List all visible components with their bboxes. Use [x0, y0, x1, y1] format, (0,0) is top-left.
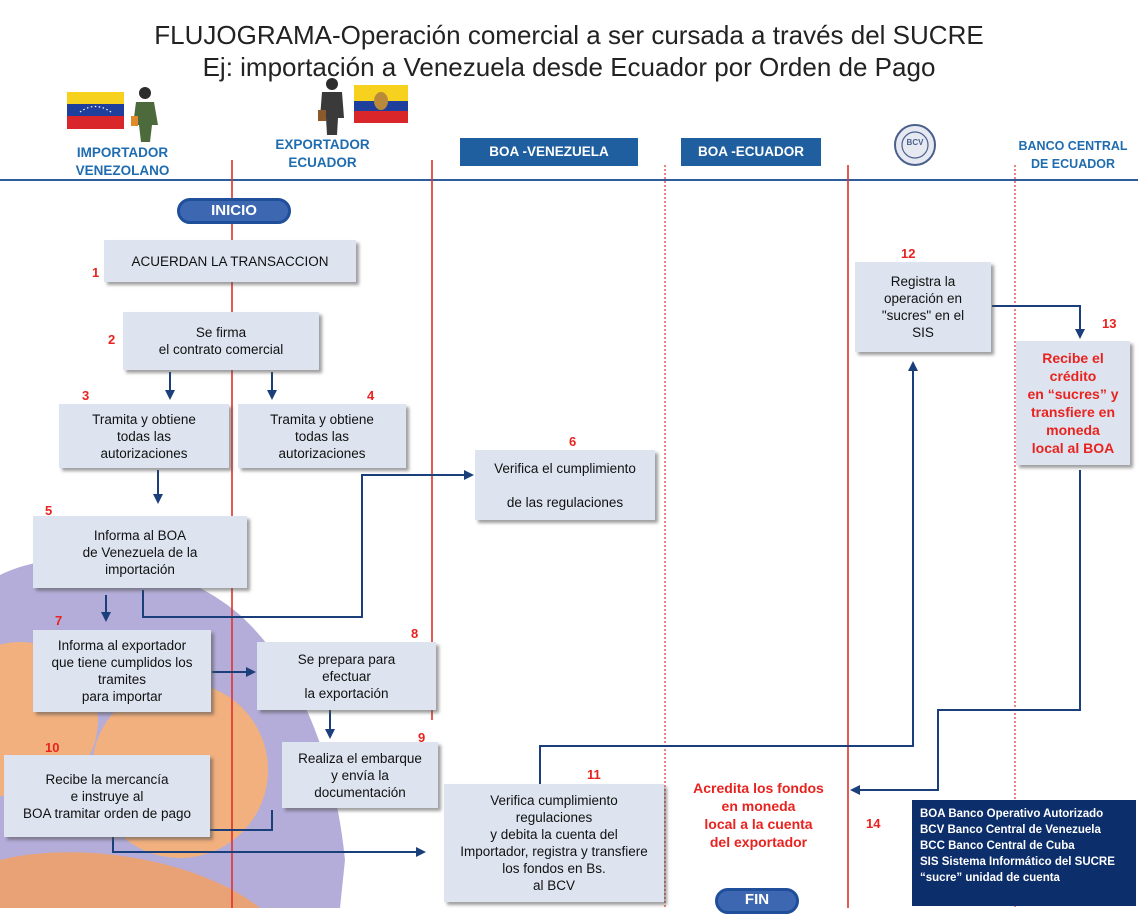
step-12-box: Registra la operación en "sucres" en el …: [855, 262, 991, 352]
legend-item: BCV Banco Central de Venezuela: [920, 824, 1101, 836]
bcv-seal-label: BCV: [906, 138, 924, 147]
importer-person-icon: [131, 87, 158, 142]
arrow-12-to-13: [992, 305, 1085, 339]
step-10-number: 10: [45, 740, 60, 755]
legend-item: “sucre” unidad de cuenta: [920, 872, 1060, 884]
step-1-number: 1: [92, 265, 100, 280]
step-10-box: Recibe la mercancía e instruye al BOA tr…: [4, 755, 210, 837]
step-7-number: 7: [55, 613, 63, 628]
step-4-number: 4: [367, 388, 375, 403]
venezuela-flag-icon: [67, 92, 124, 129]
step-5-box: Informa al BOA de Venezuela de la import…: [33, 516, 247, 588]
lane-boa-venezuela: BOA -VENEZUELA: [460, 138, 638, 166]
lane-boa-ecuador: BOA -ECUADOR: [681, 138, 821, 166]
step-2-number: 2: [108, 332, 116, 347]
step-8-box: Se prepara para efectuar la exportación: [257, 642, 436, 710]
decorative-background: [0, 558, 345, 908]
step-8-number: 8: [411, 626, 419, 641]
lane-importador: IMPORTADOR VENEZOLANO: [75, 145, 170, 178]
step-11-number: 11: [587, 767, 601, 782]
step-12-number: 12: [901, 246, 916, 261]
arrow-9-to-10: [198, 810, 273, 835]
lane-exportador: EXPORTADOR ECUADOR: [275, 137, 370, 170]
legend-item: SIS Sistema Informático del SUCRE: [920, 856, 1115, 868]
inicio-terminal: INICIO: [177, 198, 291, 224]
step-3-number: 3: [82, 388, 90, 403]
step-14-number: 14: [866, 816, 881, 831]
exporter-person-icon: [318, 78, 344, 135]
step-4-box: Tramita y obtiene todas las autorizacion…: [238, 404, 406, 468]
step-1-box: ACUERDAN LA TRANSACCION: [104, 240, 356, 282]
arrow-13-to-14: [850, 470, 1081, 795]
bcv-seal-icon: [894, 124, 936, 166]
lane-banco-central: BANCO CENTRAL DE ECUADOR: [1018, 139, 1128, 171]
step-13-number: 13: [1102, 316, 1117, 331]
step-9-number: 9: [418, 730, 426, 745]
step-3-box: Tramita y obtiene todas las autorizacion…: [59, 404, 229, 468]
arrow-5-to-6: [142, 470, 474, 618]
step-14-text: Acredita los fondos en moneda local a la…: [693, 780, 824, 850]
flow-arrows: [101, 305, 1085, 857]
step-13-box: Recibe el crédito en “sucres” y transfie…: [1016, 341, 1130, 465]
legend-item: BCC Banco Central de Cuba: [920, 840, 1075, 852]
fin-terminal: FIN: [715, 888, 799, 914]
legend-item: BOA Banco Operativo Autorizado: [920, 808, 1104, 820]
step-9-box: Realiza el embarque y envía la documenta…: [282, 742, 438, 808]
arrow-10-to-11: [112, 837, 426, 857]
step-5-number: 5: [45, 503, 53, 518]
arrow-11-to-12: [539, 361, 918, 785]
step-11-box: Verifica cumplimiento regulaciones y deb…: [444, 784, 664, 902]
page-subtitle: Ej: importación a Venezuela desde Ecuado…: [202, 52, 936, 82]
page-title: FLUJOGRAMA-Operación comercial a ser cur…: [154, 20, 984, 50]
step-7-box: Informa al exportador que tiene cumplido…: [33, 630, 211, 712]
step-6-box: Verifica el cumplimiento de las regulaci…: [475, 450, 655, 520]
step-2-box: Se firma el contrato comercial: [123, 312, 319, 370]
legend-box: BOA Banco Operativo Autorizado BCV Banco…: [912, 800, 1136, 906]
ecuador-flag-icon: [354, 85, 408, 123]
step-6-number: 6: [569, 434, 577, 449]
